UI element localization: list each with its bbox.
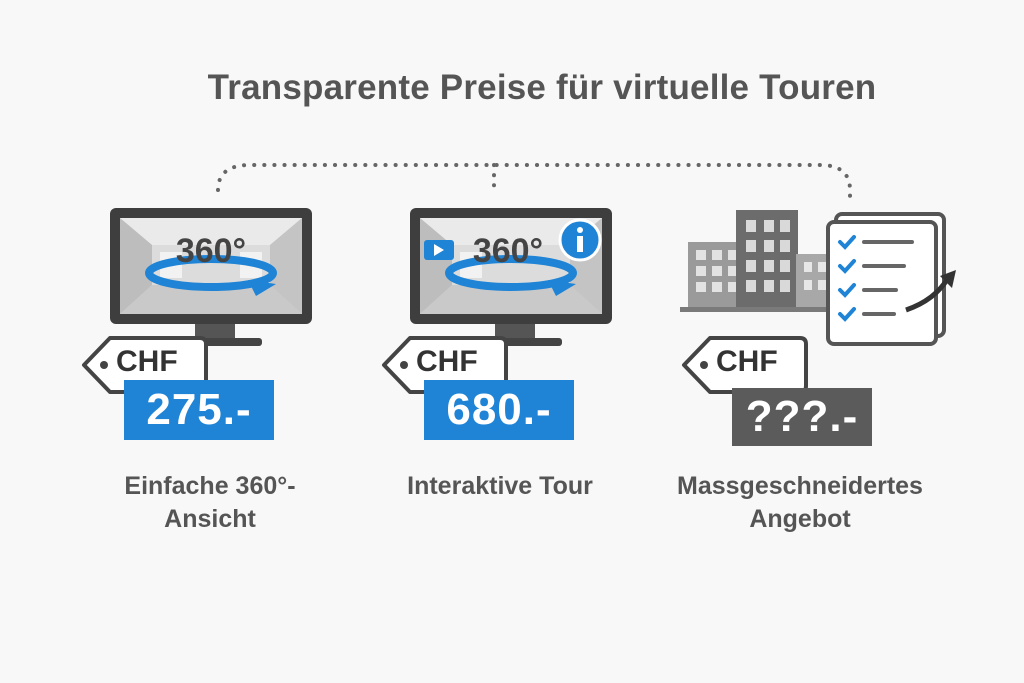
info-icon	[558, 218, 602, 262]
monitor-icon: 360°	[110, 208, 312, 346]
price-value: 680.-	[424, 380, 574, 440]
rotation-arrow-icon	[145, 255, 277, 296]
checklist-icon	[826, 212, 956, 346]
buildings-icon	[680, 210, 956, 346]
page-title: Transparente Preise für virtuelle Touren	[207, 68, 877, 107]
badge-360-label: 360°	[176, 232, 246, 270]
offer-label-custom: Massgeschneidertes Angebot	[650, 470, 950, 536]
video-play-icon	[424, 240, 454, 260]
offer-card-interactive: 360° CHF 680.- Interaktive Tour	[380, 200, 680, 560]
price-value: 275.-	[124, 380, 274, 440]
offer-label-line1: Interaktive Tour	[407, 472, 593, 500]
rotation-arrow-icon	[445, 255, 577, 296]
offer-label-interactive: Interaktive Tour	[350, 470, 650, 503]
monitor-icon: 360°	[410, 208, 612, 346]
tag-currency-label: CHF	[116, 345, 178, 378]
offer-label-line2: Angebot	[749, 505, 851, 533]
offer-label-basic: Einfache 360°- Ansicht	[60, 470, 360, 536]
price-value: ???.-	[732, 388, 872, 446]
offer-label-line1: Massgeschneidertes	[677, 472, 923, 500]
offer-card-custom: CHF ???.- Massgeschneidertes Angebot	[677, 200, 980, 560]
offer-card-basic: 360° CHF 275.- Einfache 360°- Ansicht	[80, 200, 380, 560]
offer-label-line1: Einfache 360°-	[124, 472, 296, 500]
offer-label-line2: Ansicht	[164, 505, 256, 533]
tag-currency-label: CHF	[416, 345, 478, 378]
badge-360-label: 360°	[473, 232, 543, 270]
tag-currency-label: CHF	[716, 345, 778, 378]
